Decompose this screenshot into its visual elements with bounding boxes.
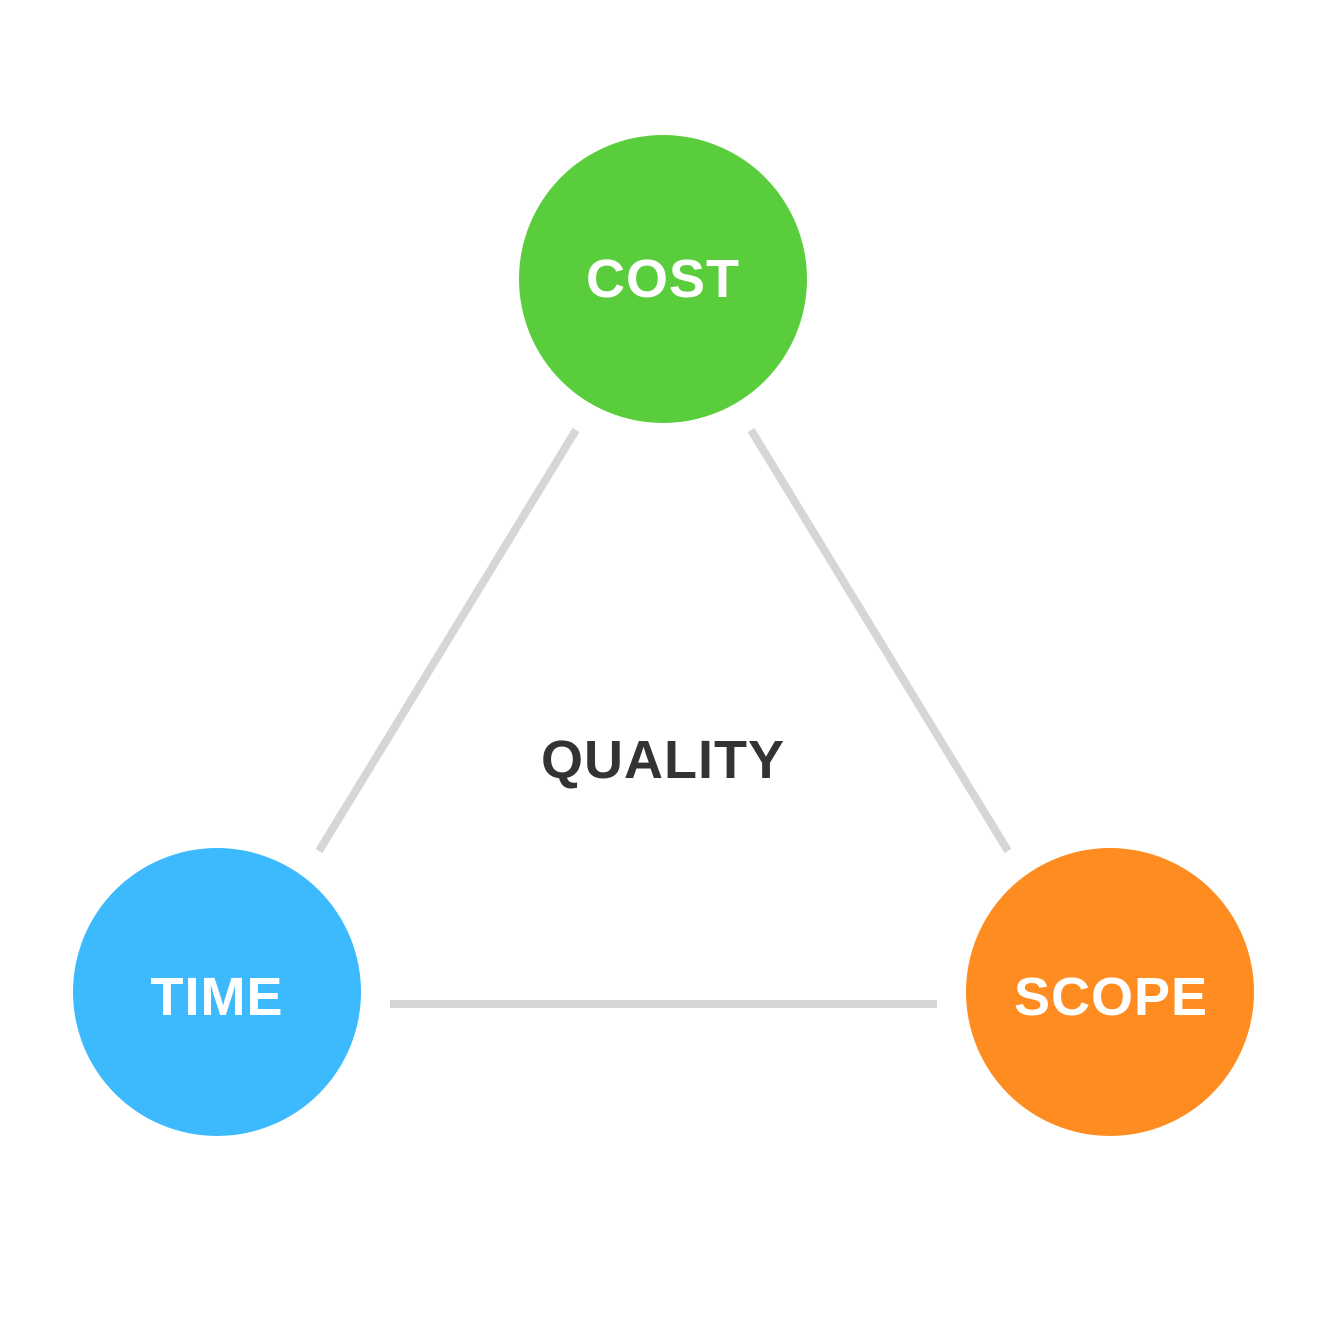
- node-scope-label: SCOPE: [1014, 967, 1208, 1027]
- node-time: TIME: [73, 848, 361, 1136]
- node-scope: SCOPE: [966, 848, 1254, 1136]
- center-quality-label: QUALITY: [541, 730, 785, 790]
- node-cost-circle: [519, 135, 807, 423]
- triangle-edges: [315, 427, 1012, 1008]
- node-cost-label: COST: [586, 249, 740, 309]
- edge-cost-scope: [747, 427, 1012, 854]
- node-time-label: TIME: [151, 967, 284, 1027]
- edge-cost-time: [315, 427, 580, 854]
- node-cost: COST: [519, 135, 807, 423]
- node-time-circle: [73, 848, 361, 1136]
- node-scope-circle: [966, 848, 1254, 1136]
